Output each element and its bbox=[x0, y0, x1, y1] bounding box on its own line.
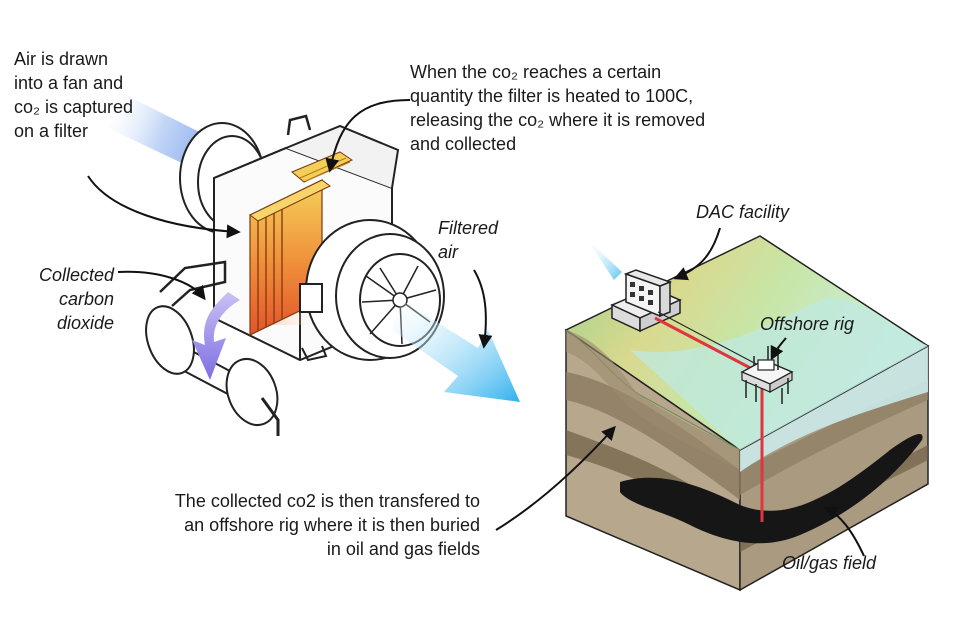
leader-offshore-rig bbox=[770, 337, 787, 361]
filtered-air-arrow bbox=[392, 300, 520, 402]
collected-carbon-line-1: Collected bbox=[38, 265, 114, 285]
leader-collected-carbon bbox=[117, 270, 206, 301]
label-filter-heat: When the co₂ reaches a certain quantity … bbox=[410, 60, 705, 156]
label-transfer: The collected co2 is then transfered to … bbox=[100, 489, 480, 561]
geology-block bbox=[564, 235, 930, 592]
leader-dac-facility bbox=[673, 227, 721, 281]
co2-flow-arrow bbox=[192, 292, 240, 380]
label-oil-gas-field: Oil/gas field bbox=[782, 551, 876, 575]
filter-heat-line-3: releasing the co₂ where it is removed bbox=[410, 110, 706, 130]
top-handle bbox=[286, 114, 312, 136]
leader-arrows bbox=[87, 99, 865, 557]
fan-intake-line-2: into a fan and bbox=[14, 73, 124, 93]
fan-intake-line-1: Air is drawn bbox=[14, 49, 109, 69]
oil-field bbox=[620, 434, 923, 544]
label-offshore-rig: Offshore rig bbox=[760, 312, 854, 336]
offshore-rig-text: Offshore rig bbox=[760, 314, 855, 334]
transfer-line-1: The collected co2 is then transfered to bbox=[174, 491, 480, 511]
leader-filtered-air bbox=[473, 269, 493, 349]
label-filtered-air: Filtered air bbox=[438, 216, 498, 264]
collected-carbon-line-3: dioxide bbox=[56, 313, 114, 333]
label-dac-facility: DAC facility bbox=[696, 200, 789, 224]
filter-heat-line-4: and collected bbox=[410, 134, 517, 154]
collected-carbon-line-2: carbon bbox=[58, 289, 114, 309]
transfer-line-3: in oil and gas fields bbox=[326, 539, 480, 559]
offshore-rig bbox=[740, 346, 794, 404]
leader-transfer bbox=[495, 425, 616, 531]
label-fan-intake: Air is drawn into a fan and co₂ is captu… bbox=[14, 47, 133, 143]
filtered-air-line-1: Filtered bbox=[438, 218, 499, 238]
dac-facility-text: DAC facility bbox=[696, 202, 790, 222]
leader-filter-heat bbox=[325, 99, 411, 173]
co2-pipeline bbox=[654, 316, 759, 374]
oil-gas-field-text: Oil/gas field bbox=[782, 553, 877, 573]
fan-intake-line-4: on a filter bbox=[14, 121, 89, 141]
filter-heat-line-1: When the co₂ reaches a certain bbox=[410, 62, 662, 82]
leader-oil-gas-field bbox=[823, 506, 865, 557]
filter-heat-line-2: quantity the filter is heated to 100C, bbox=[410, 86, 694, 106]
filtered-air-line-2: air bbox=[438, 242, 459, 262]
dac-facility-building bbox=[586, 238, 682, 333]
label-collected-carbon: Collected carbon dioxide bbox=[10, 263, 114, 335]
fan-intake-line-3: co₂ is captured bbox=[14, 97, 134, 117]
transfer-line-2: an offshore rig where it is then buried bbox=[184, 515, 480, 535]
leader-fan-intake bbox=[87, 175, 241, 239]
dac-fan-unit bbox=[108, 92, 520, 436]
